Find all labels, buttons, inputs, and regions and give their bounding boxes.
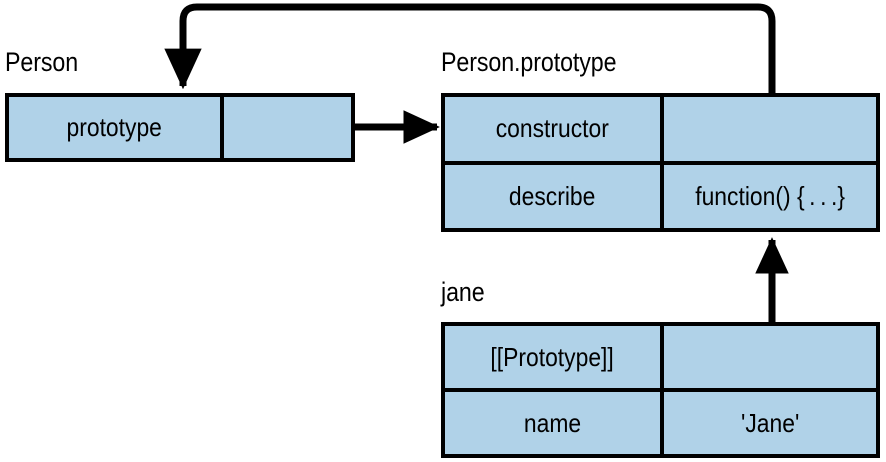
cell-value-label: 'Jane' (740, 407, 800, 438)
cell-value-person-prototype (224, 97, 351, 158)
cell-key-label: constructor (495, 113, 610, 144)
cell-key-label: [[Prototype]] (490, 341, 615, 372)
table-row: name 'Jane' (445, 388, 876, 454)
table-row: constructor (445, 97, 876, 161)
table-row: [[Prototype]] (445, 326, 876, 388)
cell-value-describe: function() { . . .} (664, 165, 876, 229)
cell-key-person-prototype: prototype (9, 97, 224, 158)
cell-key-label: prototype (66, 112, 163, 142)
cell-key-prototype-slot: [[Prototype]] (445, 326, 664, 388)
cell-key-constructor: constructor (445, 97, 664, 161)
cell-key-label: describe (509, 180, 596, 211)
table-row: prototype (9, 97, 351, 158)
cell-key-label: name (523, 407, 582, 438)
cell-key-describe: describe (445, 164, 664, 228)
cell-key-name: name (445, 392, 664, 454)
object-label-person: Person (5, 47, 79, 77)
object-box-person: prototype (5, 93, 355, 162)
object-box-person-prototype: constructor describe function() { . . .} (441, 93, 880, 232)
cell-value-name: 'Jane' (664, 392, 876, 454)
table-row: describe function() { . . .} (445, 160, 876, 229)
cell-value-label: function() { . . .} (695, 180, 845, 211)
cell-value-prototype-slot (664, 326, 876, 388)
cell-value-constructor (664, 97, 876, 161)
object-label-person-prototype: Person.prototype (441, 47, 617, 77)
object-box-jane: [[Prototype]] name 'Jane' (441, 322, 880, 458)
object-label-jane: jane (441, 277, 485, 307)
